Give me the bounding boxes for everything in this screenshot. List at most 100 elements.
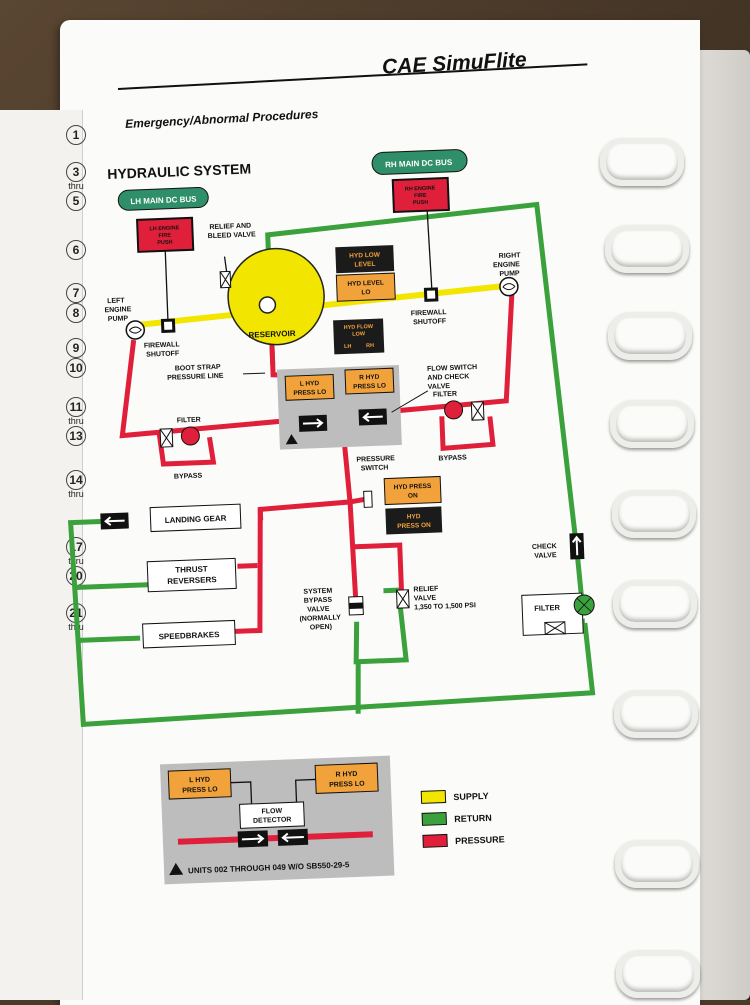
svg-text:L HYD: L HYD xyxy=(189,777,210,785)
svg-text:LH ENGINE: LH ENGINE xyxy=(149,225,179,232)
svg-text:HYD FLOW: HYD FLOW xyxy=(344,324,374,331)
binding-ring xyxy=(615,840,699,888)
svg-text:FILTER: FILTER xyxy=(534,603,561,613)
thrust-reversers-box xyxy=(146,557,237,593)
svg-text:FILTER: FILTER xyxy=(433,391,457,399)
svg-text:L HYD: L HYD xyxy=(300,380,320,388)
binding-ring xyxy=(608,312,692,360)
svg-text:RH ENGINE: RH ENGINE xyxy=(405,185,436,192)
svg-text:HYD LOW: HYD LOW xyxy=(349,252,381,260)
hyd-press-on-annunciator xyxy=(383,475,442,506)
reservoir-label: RESERVOIR xyxy=(248,329,296,340)
svg-text:PRESS LO: PRESS LO xyxy=(293,389,326,397)
svg-text:RIGHT: RIGHT xyxy=(499,252,522,260)
svg-text:PRESS ON: PRESS ON xyxy=(397,522,431,530)
r-hyd-press-lo-annunciator xyxy=(344,367,395,395)
binding-ring xyxy=(610,400,694,448)
svg-text:PRESS LO: PRESS LO xyxy=(353,382,386,390)
svg-text:FIRE: FIRE xyxy=(414,193,427,199)
svg-text:LO: LO xyxy=(361,289,370,296)
landing-gear-box xyxy=(149,503,242,533)
svg-text:PUSH: PUSH xyxy=(413,200,429,207)
svg-text:VALVE: VALVE xyxy=(534,552,557,560)
lh-main-dc-bus xyxy=(117,187,209,211)
pressure-switch-icon xyxy=(363,490,373,508)
svg-text:SWITCH: SWITCH xyxy=(361,464,389,472)
svg-text:(NORMALLY: (NORMALLY xyxy=(299,614,341,623)
svg-text:FIREWALL: FIREWALL xyxy=(144,341,181,349)
svg-text:FILTER: FILTER xyxy=(177,417,201,425)
svg-text:HYD PRESS: HYD PRESS xyxy=(394,483,432,491)
rh-main-dc-bus xyxy=(371,149,468,175)
svg-text:HYD LEVEL: HYD LEVEL xyxy=(347,279,384,287)
svg-text:LOW: LOW xyxy=(352,331,366,338)
legend-pressure-swatch xyxy=(422,833,448,848)
svg-text:BLEED VALVE: BLEED VALVE xyxy=(208,231,257,240)
svg-text:PUMP: PUMP xyxy=(108,315,129,323)
svg-text:VALVE: VALVE xyxy=(307,606,330,614)
rh-engine-fire-push-button[interactable] xyxy=(391,176,450,214)
svg-text:FIREWALL: FIREWALL xyxy=(411,309,448,317)
svg-text:BYPASS: BYPASS xyxy=(174,473,203,481)
svg-text:THRUST: THRUST xyxy=(175,564,208,574)
binding-ring xyxy=(616,950,700,998)
svg-text:CHECK: CHECK xyxy=(532,543,557,551)
svg-text:BYPASS: BYPASS xyxy=(438,454,467,462)
rh-bus-label: RH MAIN DC BUS xyxy=(385,158,453,170)
warning-triangle-icon xyxy=(285,434,298,445)
legend-return-swatch xyxy=(421,811,448,826)
hyd-level-lo-annunciator xyxy=(335,272,396,302)
binding-ring xyxy=(612,490,696,538)
flow-detector-box xyxy=(239,801,305,829)
tab-1[interactable]: 1 xyxy=(56,125,96,175)
legend-pressure-label: PRESSURE xyxy=(455,834,505,846)
svg-text:PRESS LO: PRESS LO xyxy=(329,781,365,789)
hyd-flow-low-annunciator xyxy=(333,318,385,355)
left-filter-icon xyxy=(180,426,200,446)
svg-text:LH: LH xyxy=(344,344,352,350)
reservoir-gauge-icon xyxy=(258,296,277,314)
svg-text:ENGINE: ENGINE xyxy=(493,261,520,269)
svg-text:HYD: HYD xyxy=(407,513,421,521)
inset-warning-triangle-icon xyxy=(169,862,184,876)
svg-text:RELIEF AND: RELIEF AND xyxy=(209,223,251,232)
tab-6[interactable]: 6 xyxy=(56,240,96,290)
binding-ring xyxy=(613,580,697,628)
svg-text:BYPASS: BYPASS xyxy=(304,597,333,605)
svg-text:BOOT STRAP: BOOT STRAP xyxy=(175,364,221,373)
svg-text:VALVE: VALVE xyxy=(414,595,437,603)
svg-text:ON: ON xyxy=(408,492,418,499)
legend-supply-swatch xyxy=(420,789,447,804)
binding-ring xyxy=(600,138,684,186)
svg-text:PRESSURE: PRESSURE xyxy=(356,455,395,463)
svg-text:RH: RH xyxy=(366,343,374,349)
svg-text:R HYD: R HYD xyxy=(335,771,357,779)
svg-text:SHUTOFF: SHUTOFF xyxy=(413,318,447,326)
svg-text:LEFT: LEFT xyxy=(107,297,125,305)
binding-ring xyxy=(614,690,698,738)
legend-return-label: RETURN xyxy=(454,813,492,824)
svg-text:REVERSERS: REVERSERS xyxy=(167,575,217,586)
svg-text:OPEN): OPEN) xyxy=(310,624,332,632)
svg-text:SYSTEM: SYSTEM xyxy=(303,588,332,596)
svg-text:PUSH: PUSH xyxy=(157,240,173,247)
lh-engine-fire-push-button[interactable] xyxy=(136,216,195,253)
svg-text:PRESSURE LINE: PRESSURE LINE xyxy=(167,373,224,382)
svg-text:1,350 TO 1,500 PSI: 1,350 TO 1,500 PSI xyxy=(414,602,476,611)
inset-r-hyd-press-lo xyxy=(314,762,379,794)
hyd-press-on-annunciator-alt xyxy=(385,506,443,535)
svg-text:RELIEF: RELIEF xyxy=(413,586,439,594)
binding-ring xyxy=(605,225,689,273)
l-hyd-press-lo-annunciator xyxy=(284,373,335,401)
right-filter-icon xyxy=(444,400,464,420)
svg-text:AND CHECK: AND CHECK xyxy=(427,373,469,382)
svg-text:FIRE: FIRE xyxy=(158,233,171,239)
left-engine-pump-icon xyxy=(125,320,146,340)
svg-text:PRESS LO: PRESS LO xyxy=(182,786,218,794)
